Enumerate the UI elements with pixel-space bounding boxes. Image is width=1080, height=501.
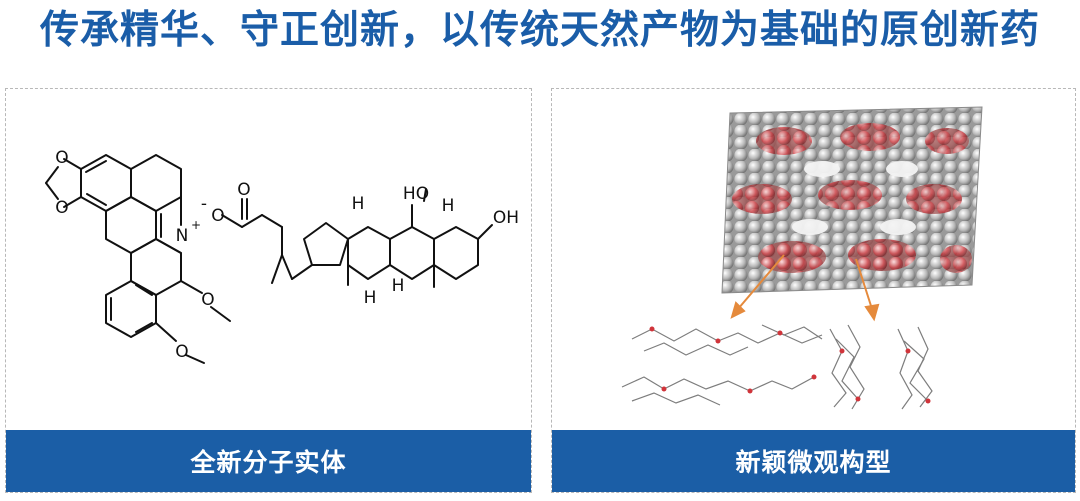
oxygen-label: O bbox=[201, 290, 214, 310]
nitrogen-label: N bbox=[176, 226, 189, 246]
caption-novel-micro-configuration: 新颖微观构型 bbox=[552, 430, 1075, 492]
charge-label: - bbox=[201, 194, 207, 214]
chemical-structure-illustration: O O N + - O O O O HO OH H H H H bbox=[45, 148, 519, 364]
hydroxyl-label: OH bbox=[493, 208, 519, 228]
oxygen-label: O bbox=[175, 342, 188, 362]
oxygen-label: O bbox=[55, 148, 68, 168]
crystal-lattice-illustration bbox=[621, 106, 983, 410]
molecular-fragment-illustration bbox=[621, 324, 933, 410]
panel-new-molecular-entity: O O N + - O O O O HO OH H H H H 全新分子实体 bbox=[5, 88, 532, 493]
charge-label: + bbox=[191, 218, 201, 232]
hydrogen-label: H bbox=[364, 288, 377, 308]
page-title: 传承精华、守正创新，以传统天然产物为基础的原创新药 bbox=[39, 8, 1040, 53]
hydroxyl-label: HO bbox=[403, 184, 429, 204]
caption-new-molecular-entity: 全新分子实体 bbox=[6, 430, 531, 492]
hydrogen-label: H bbox=[352, 194, 365, 214]
panel-novel-micro-configuration: 新颖微观构型 bbox=[551, 88, 1076, 493]
oxygen-label: O bbox=[237, 180, 250, 200]
oxygen-label: O bbox=[55, 198, 68, 218]
oxygen-label: O bbox=[211, 206, 224, 226]
hydrogen-label: H bbox=[442, 196, 455, 216]
hydrogen-label: H bbox=[392, 276, 405, 296]
